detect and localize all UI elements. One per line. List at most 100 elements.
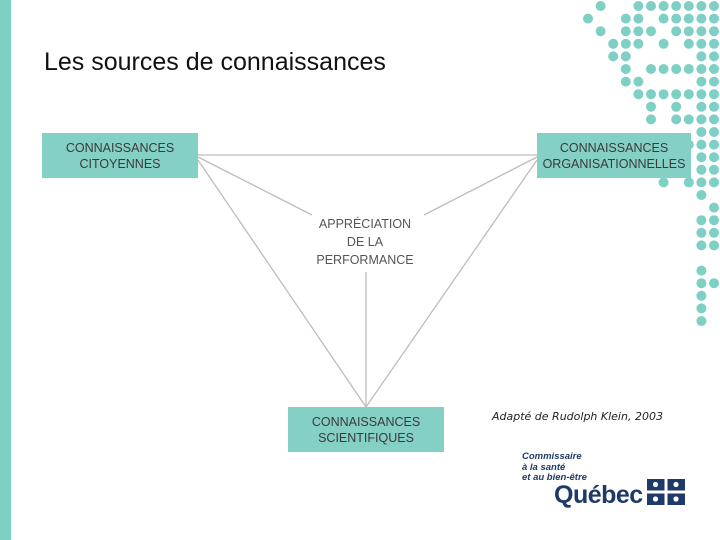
decorative-dot (696, 38, 707, 49)
decorative-dot (658, 177, 669, 188)
node-connaissances-citoyennes: CONNAISSANCES CITOYENNES (42, 133, 198, 178)
decorative-dot (620, 76, 631, 87)
decorative-dot (696, 303, 707, 314)
decorative-dot (646, 26, 656, 37)
decorative-dot (646, 1, 656, 11)
decorative-dot (709, 127, 719, 137)
decorative-dot (595, 1, 606, 11)
decorative-dot (620, 26, 631, 37)
decorative-dot (696, 139, 707, 150)
decorative-dot (709, 1, 719, 11)
logo-org-name: Commissaire à la santé et au bien-être (522, 451, 587, 484)
logo-org-line: à la santé (522, 461, 566, 473)
center-label-line: APPRÉCIATION (318, 217, 412, 231)
decorative-dot (696, 64, 707, 74)
decorative-dot-pattern (583, 1, 719, 326)
decorative-dot (671, 114, 682, 125)
node-label-line: CONNAISSANCES (311, 414, 421, 429)
decorative-dot (671, 13, 682, 24)
decorative-dot (709, 227, 719, 238)
decorative-dot (583, 13, 593, 24)
decorative-dot (696, 215, 707, 226)
decorative-dot (696, 101, 707, 112)
source-credit: Adapté de Rudolph Klein, 2003 (492, 410, 663, 423)
decorative-dot (696, 190, 707, 200)
decorative-dot (696, 127, 707, 137)
decorative-dot (683, 38, 694, 49)
decorative-dot (709, 101, 719, 112)
decorative-dot (646, 64, 656, 74)
decorative-dot (683, 13, 694, 24)
decorative-dot (709, 89, 719, 100)
node-label-line: ORGANISATIONNELLES (542, 156, 686, 171)
decorative-dot (696, 76, 707, 87)
decorative-dot (633, 89, 644, 100)
decorative-dot (696, 13, 707, 24)
decorative-dot (671, 64, 682, 74)
decorative-dot (646, 89, 656, 100)
decorative-dot (633, 26, 644, 37)
decorative-dot (696, 51, 707, 62)
decorative-dot (671, 101, 682, 112)
decorative-dot (696, 152, 707, 163)
decorative-dot (709, 76, 719, 87)
decorative-dot (709, 13, 719, 24)
decorative-dot (633, 13, 644, 24)
decorative-dot (696, 240, 707, 251)
decorative-dot (696, 26, 707, 37)
slide-title: Les sources de connaissances (44, 48, 386, 76)
decorative-dot (683, 177, 694, 188)
decorative-dot (658, 89, 669, 100)
decorative-dot (696, 278, 707, 289)
decorative-dot (608, 38, 619, 49)
decorative-dot (709, 240, 719, 251)
decorative-dot (646, 114, 656, 125)
node-connaissances-organisationnelles: CONNAISSANCES ORGANISATIONNELLES (537, 133, 691, 178)
decorative-dot (709, 164, 719, 175)
node-label-line: CONNAISSANCES (65, 140, 175, 155)
decorative-dot (683, 64, 694, 74)
decorative-dot (633, 1, 644, 11)
logo-org-line: et au bien-être (522, 472, 587, 483)
decorative-dot (658, 13, 669, 24)
decorative-dot (683, 89, 694, 100)
quebec-logo: Commissaire à la santé et au bien-être Q… (522, 451, 692, 512)
decorative-dot (709, 215, 719, 226)
decorative-dot (696, 265, 707, 276)
decorative-dot (709, 38, 719, 49)
decorative-dot (709, 114, 719, 125)
decorative-dot (658, 1, 669, 11)
left-accent-bar (0, 0, 11, 540)
decorative-dot (620, 64, 631, 74)
node-label-line: SCIENTIFIQUES (318, 430, 414, 445)
decorative-dot (709, 64, 719, 74)
line-citoyennes-scientifiques (197, 159, 367, 408)
decorative-dot (595, 26, 606, 37)
decorative-dot (620, 51, 631, 62)
decorative-dot (709, 51, 719, 62)
decorative-dot (696, 164, 707, 175)
node-connaissances-scientifiques: CONNAISSANCES SCIENTIFIQUES (288, 407, 444, 452)
decorative-dot (709, 202, 719, 213)
decorative-dot (671, 1, 682, 11)
decorative-dot (633, 38, 644, 49)
decorative-dot (608, 51, 619, 62)
line-organisationnelles-scientifiques (365, 159, 538, 408)
decorative-dot (683, 114, 694, 125)
decorative-dot (658, 38, 669, 49)
decorative-dot (696, 316, 707, 326)
center-label-line: PERFORMANCE (316, 253, 414, 267)
decorative-dot (709, 177, 719, 188)
logo-org-line: Commissaire (522, 451, 582, 462)
decorative-dot (671, 26, 682, 37)
decorative-dot (709, 278, 719, 289)
decorative-dot (620, 13, 631, 24)
decorative-dot (696, 89, 707, 100)
node-label-line: CITOYENNES (79, 156, 161, 171)
decorative-dot (671, 89, 682, 100)
center-label-line: DE LA (346, 235, 384, 249)
decorative-dot (696, 1, 707, 11)
decorative-dot (696, 114, 707, 125)
decorative-dot (696, 177, 707, 188)
